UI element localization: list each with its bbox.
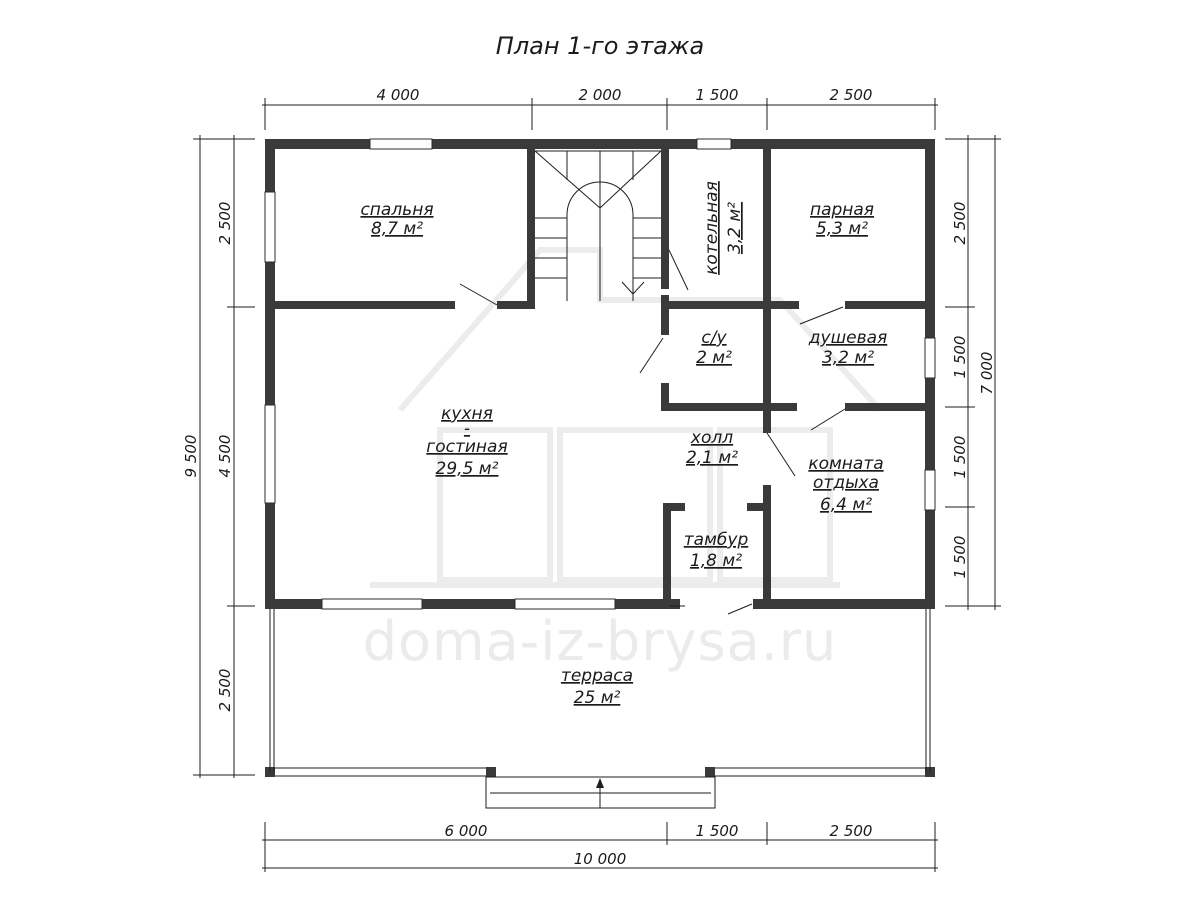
room-wc: с/у 2 м² [696, 328, 732, 368]
room-boiler: котельная 3,2 м² [702, 181, 745, 275]
room-name: душевая [808, 328, 888, 348]
room-name: спальня [360, 200, 433, 220]
dim-left-total: 9 500 [182, 435, 200, 478]
room-rest: комната отдыха 6,4 м² [808, 454, 883, 515]
dim-right-4: 1 500 [951, 536, 969, 579]
room-area: 2,1 м² [686, 448, 738, 468]
dim-top-3: 1 500 [696, 86, 739, 104]
room-name: с/у [701, 328, 727, 348]
dim-bottom-1: 6 000 [445, 822, 488, 840]
dimension-top: 4 000 2 000 1 500 2 500 [262, 86, 938, 130]
watermark-text: doma-iz-brysa.ru [363, 610, 838, 673]
room-bedroom: спальня 8,7 м² [360, 200, 433, 239]
room-name: котельная [702, 181, 722, 275]
room-area: 5,3 м² [816, 219, 868, 239]
room-area: 3,2 м² [822, 348, 874, 368]
room-name-2: отдыха [813, 473, 879, 493]
room-area: 25 м² [574, 688, 621, 708]
plan-title: План 1-го этажа [496, 32, 704, 60]
room-area: 29,5 м² [436, 459, 499, 479]
dim-top-4: 2 500 [830, 86, 873, 104]
dimension-left: 2 500 4 500 2 500 9 500 [182, 135, 255, 778]
room-name: парная [810, 200, 874, 220]
room-area: 3,2 м² [725, 202, 745, 254]
dim-right-2: 1 500 [951, 336, 969, 379]
room-vestibule: тамбур 1,8 м² [684, 530, 749, 571]
terrace-outline [269, 609, 931, 777]
room-kitchen-living: кухня - гостиная 29,5 м² [426, 404, 507, 479]
room-hall: холл 2,1 м² [686, 428, 738, 468]
staircase [534, 150, 662, 301]
room-name: тамбур [684, 530, 749, 550]
dim-right-total: 7 000 [978, 352, 996, 395]
doors [459, 249, 846, 615]
room-area: 1,8 м² [690, 551, 742, 571]
room-steam: парная 5,3 м² [810, 200, 874, 239]
dim-bottom-2: 1 500 [696, 822, 739, 840]
dim-left-3: 2 500 [216, 669, 234, 712]
dim-top-2: 2 000 [579, 86, 622, 104]
room-name-3: гостиная [426, 437, 507, 457]
dim-right-3: 1 500 [951, 436, 969, 479]
dimension-bottom: 6 000 1 500 2 500 10 000 [262, 822, 938, 872]
room-terrace: терраса 25 м² [561, 666, 633, 708]
dimension-right: 2 500 1 500 1 500 1 500 7 000 [945, 135, 1001, 610]
room-shower: душевая 3,2 м² [808, 328, 888, 368]
dim-bottom-total: 10 000 [574, 850, 627, 868]
room-area: 2 м² [696, 348, 732, 368]
room-name: терраса [561, 666, 633, 686]
dim-bottom-3: 2 500 [830, 822, 873, 840]
room-name: холл [690, 428, 733, 448]
room-name-1: кухня [441, 404, 493, 424]
room-name-2: - [464, 419, 470, 439]
dim-right-1: 2 500 [951, 202, 969, 245]
room-area: 6,4 м² [820, 495, 872, 515]
dim-top-1: 4 000 [377, 86, 420, 104]
porch-steps [485, 776, 716, 809]
room-area: 8,7 м² [371, 219, 423, 239]
dim-left-1: 2 500 [216, 202, 234, 245]
windows [264, 138, 936, 610]
room-name-1: комната [808, 454, 883, 474]
dim-left-2: 4 500 [216, 435, 234, 478]
